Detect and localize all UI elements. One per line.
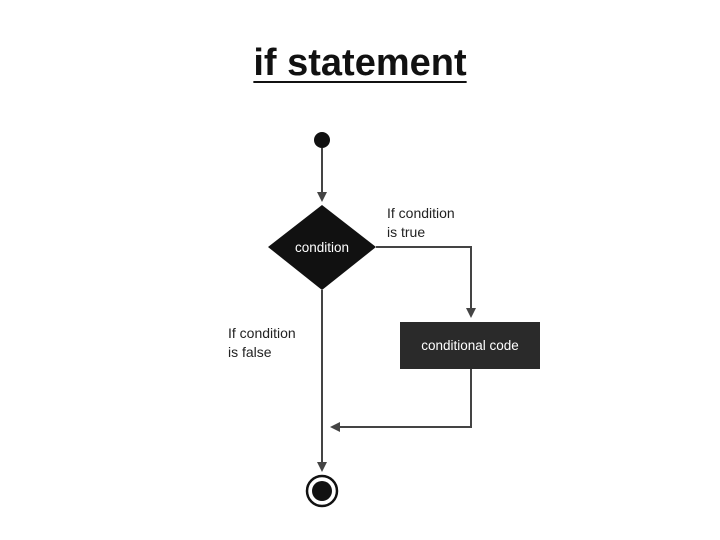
true-branch-label-line2: is true (387, 224, 425, 240)
false-branch-label-line2: is false (228, 344, 272, 360)
true-branch-arrow (376, 246, 476, 318)
conditional-code-label: conditional code (421, 338, 519, 353)
slide-title-text: if statement (253, 42, 467, 84)
decision-label: condition (295, 240, 349, 255)
false-branch-label-line1: If condition (228, 325, 296, 341)
conditional-code-box (400, 322, 540, 369)
start-node (314, 132, 330, 148)
slide-title: if statement (0, 42, 720, 85)
end-node-core (312, 481, 332, 501)
return-arrow (330, 369, 472, 432)
decision-diamond (268, 205, 376, 290)
true-branch-label-line1: If condition (387, 205, 455, 221)
